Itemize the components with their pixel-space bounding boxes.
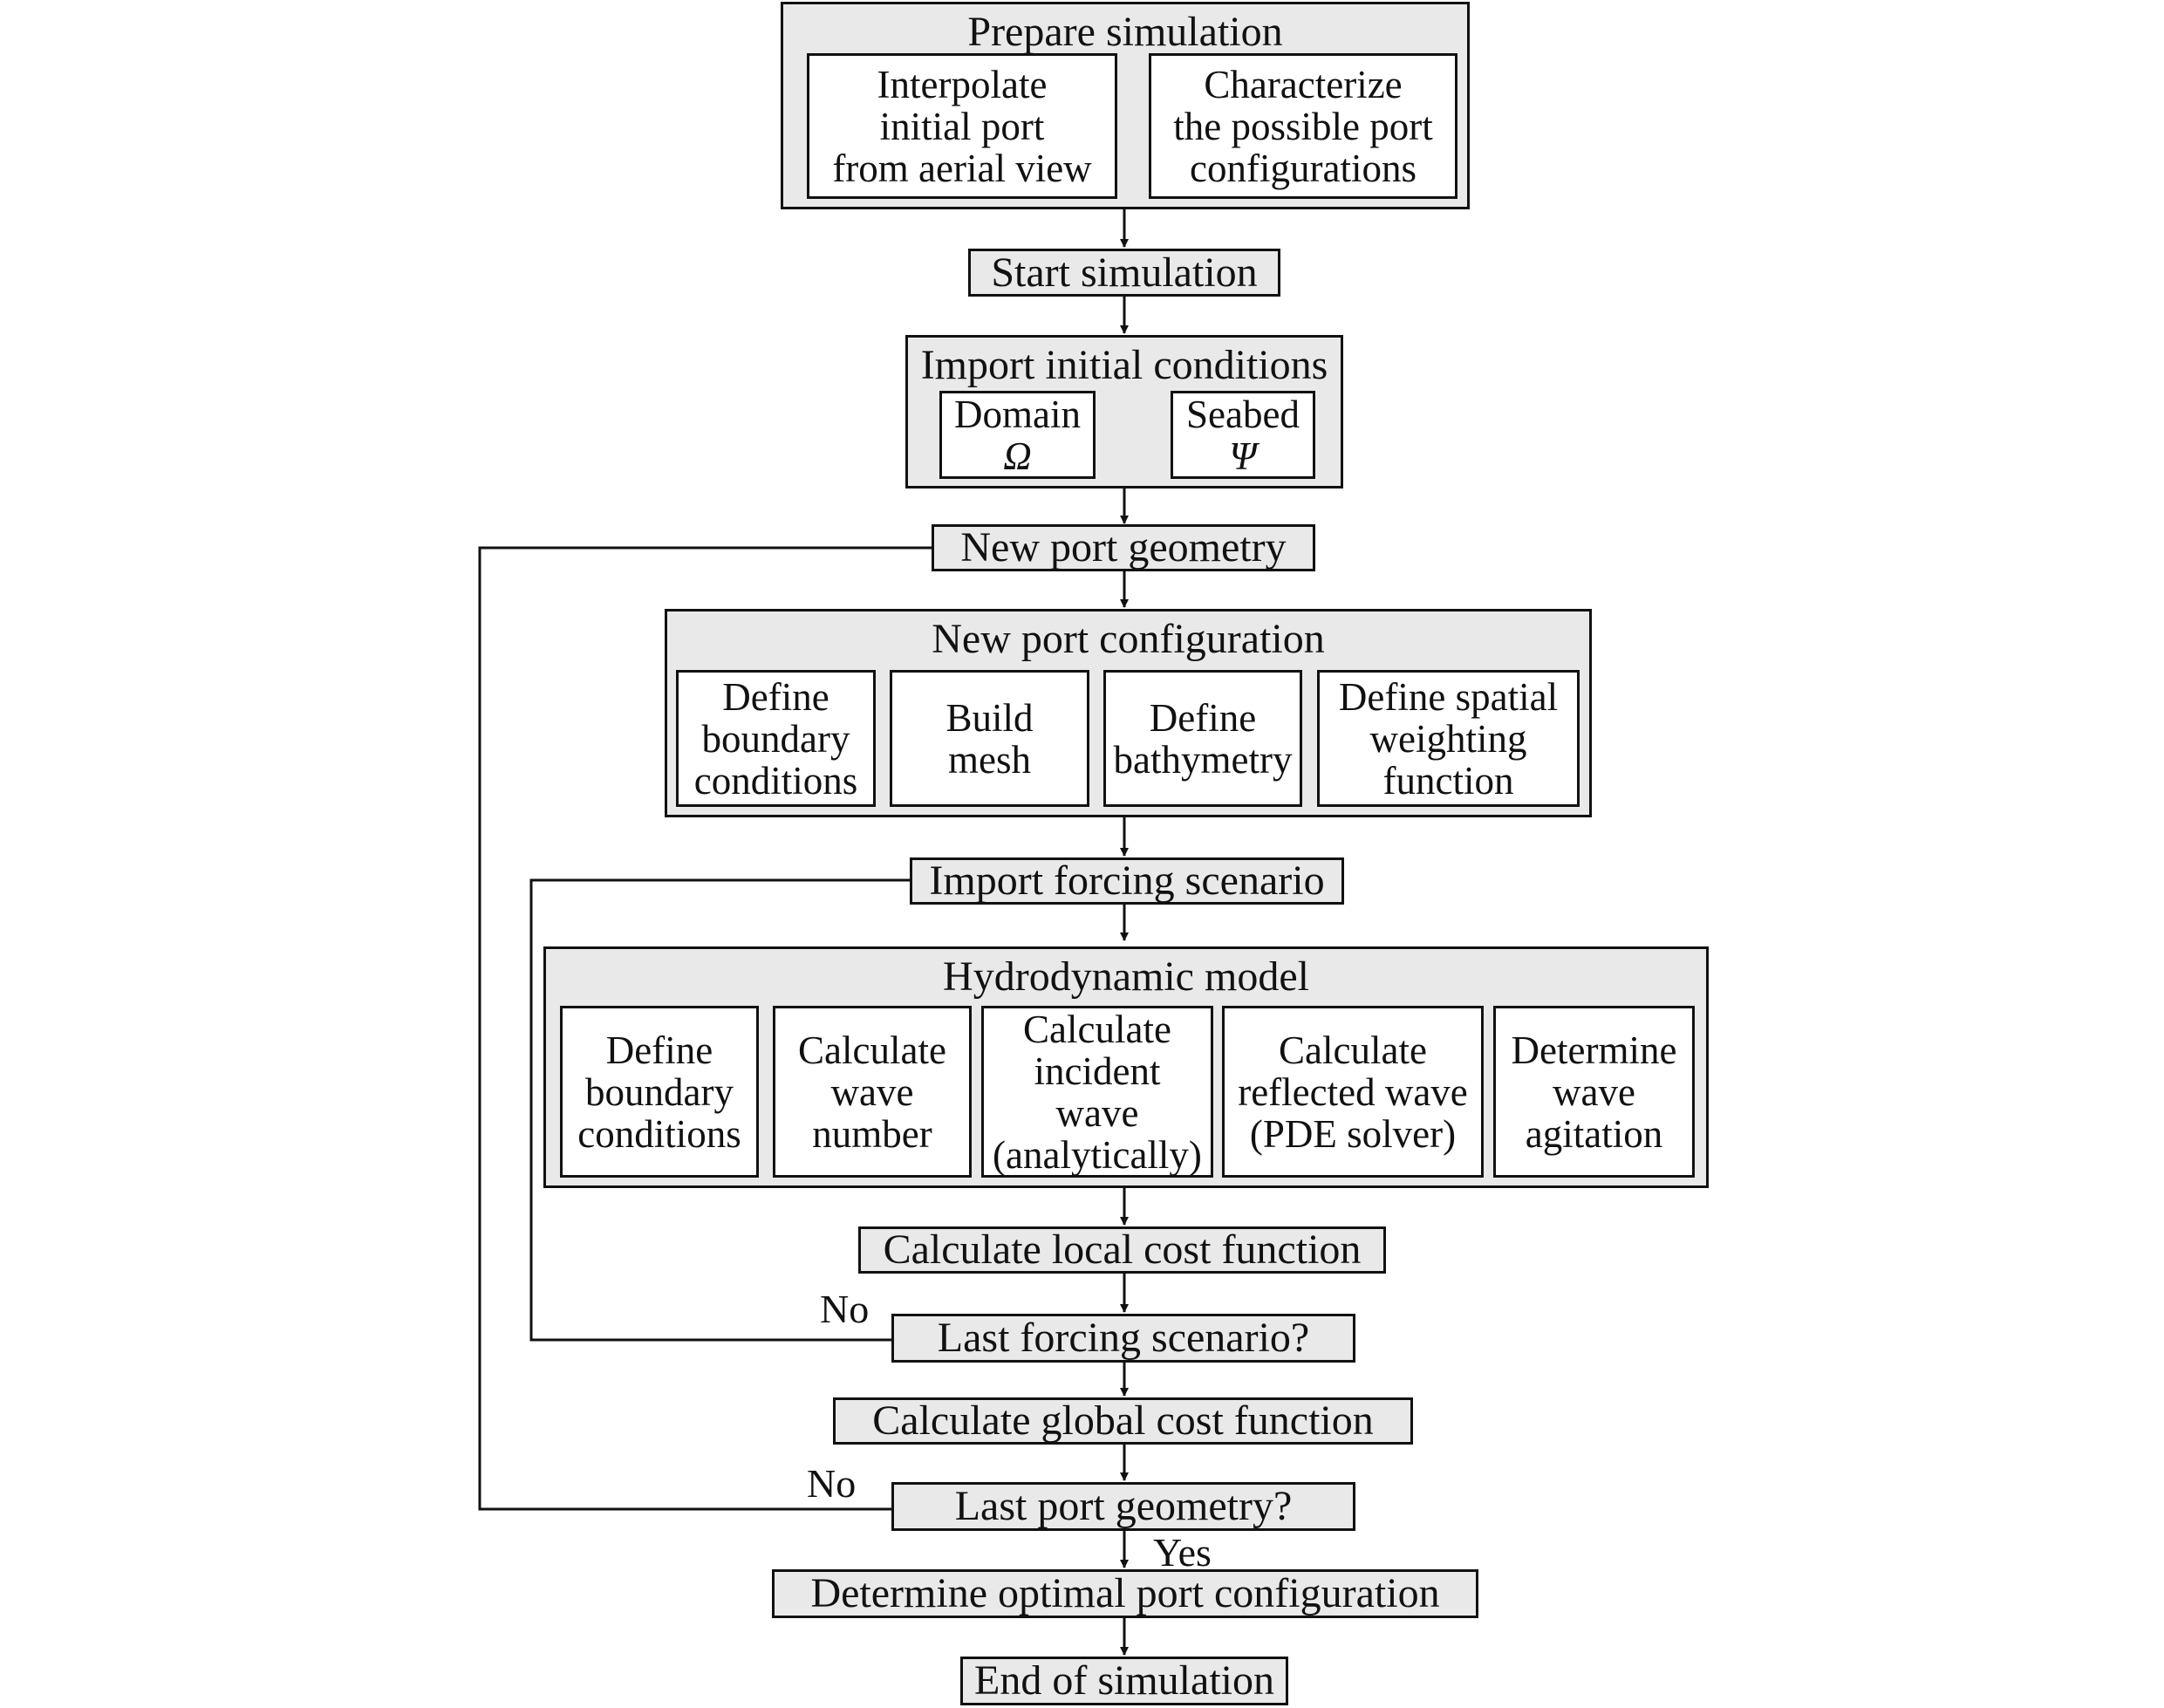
agitation-line-2: wave bbox=[1553, 1069, 1635, 1114]
yes-label: Yes bbox=[1153, 1530, 1212, 1575]
hydro-boundary-conditions-box: Define boundary conditions bbox=[560, 1006, 759, 1178]
reflected-line-2: reflected wave bbox=[1238, 1069, 1468, 1114]
incident-line-4: (analytically) bbox=[993, 1132, 1202, 1177]
global-cost-function-box: Calculate global cost function bbox=[833, 1397, 1413, 1445]
define-bathymetry-box: Define bathymetry bbox=[1103, 670, 1302, 807]
incident-line-2: incident bbox=[1034, 1049, 1161, 1093]
interpolate-line-1: Interpolate bbox=[877, 62, 1048, 106]
config-boundary-line-3: conditions bbox=[693, 758, 858, 803]
weighting-line-3: function bbox=[1382, 758, 1514, 803]
hydro-boundary-line-1: Define bbox=[605, 1028, 713, 1072]
no-label-forcing: No bbox=[820, 1287, 870, 1331]
domain-label: Domain bbox=[954, 392, 1081, 436]
no-label-geometry: No bbox=[807, 1461, 857, 1506]
incident-wave-box: Calculate incident wave (analytically) bbox=[981, 1006, 1213, 1178]
config-boundary-line-1: Define bbox=[722, 674, 829, 719]
incident-line-3: wave bbox=[1055, 1090, 1139, 1135]
wave-number-line-3: number bbox=[812, 1111, 932, 1156]
loop-forcing-line bbox=[529, 878, 911, 1342]
wave-number-line-2: wave bbox=[830, 1069, 914, 1114]
wave-number-box: Calculate wave number bbox=[773, 1006, 972, 1178]
hydrodynamic-model-title: Hydrodynamic model bbox=[943, 953, 1309, 1000]
config-boundary-conditions-box: Define boundary conditions bbox=[676, 670, 876, 807]
seabed-label: Seabed bbox=[1186, 392, 1300, 436]
wave-number-line-1: Calculate bbox=[798, 1028, 946, 1072]
last-forcing-scenario-box: Last forcing scenario? bbox=[891, 1314, 1355, 1363]
prepare-simulation-title: Prepare simulation bbox=[967, 9, 1283, 55]
last-port-geometry-box: Last port geometry? bbox=[891, 1482, 1355, 1531]
build-mesh-line-1: Build bbox=[945, 695, 1034, 740]
bathymetry-line-1: Define bbox=[1149, 695, 1257, 740]
characterize-line-1: Characterize bbox=[1204, 62, 1403, 106]
end-of-simulation-box: End of simulation bbox=[960, 1657, 1288, 1705]
interpolate-line-2: initial port bbox=[879, 104, 1045, 148]
bathymetry-line-2: bathymetry bbox=[1113, 737, 1293, 782]
build-mesh-line-2: mesh bbox=[948, 737, 1031, 782]
new-port-configuration-title: New port configuration bbox=[932, 616, 1325, 662]
build-mesh-box: Build mesh bbox=[890, 670, 1089, 807]
characterize-configurations-box: Characterize the possible port configura… bbox=[1149, 53, 1457, 199]
start-simulation-box: Start simulation bbox=[968, 249, 1280, 297]
spatial-weighting-box: Define spatial weighting function bbox=[1317, 670, 1580, 807]
reflected-wave-box: Calculate reflected wave (PDE solver) bbox=[1222, 1006, 1484, 1178]
interpolate-line-3: from aerial view bbox=[832, 146, 1092, 190]
import-initial-conditions-title: Import initial conditions bbox=[920, 342, 1328, 388]
wave-agitation-box: Determine wave agitation bbox=[1493, 1006, 1695, 1178]
import-forcing-scenario-box: Import forcing scenario bbox=[910, 857, 1344, 905]
hydro-boundary-line-2: boundary bbox=[585, 1069, 734, 1114]
agitation-line-1: Determine bbox=[1511, 1028, 1677, 1072]
hydro-boundary-line-3: conditions bbox=[577, 1111, 741, 1156]
loop-geometry-line bbox=[478, 546, 938, 1511]
seabed-symbol: Ψ bbox=[1229, 434, 1257, 478]
reflected-line-1: Calculate bbox=[1279, 1028, 1427, 1072]
reflected-line-3: (PDE solver) bbox=[1249, 1111, 1457, 1156]
domain-symbol: Ω bbox=[1003, 434, 1032, 478]
seabed-box: Seabed Ψ bbox=[1171, 391, 1315, 479]
characterize-line-2: the possible port bbox=[1173, 104, 1433, 148]
domain-box: Domain Ω bbox=[939, 391, 1096, 479]
weighting-line-2: weighting bbox=[1369, 716, 1527, 761]
interpolate-port-box: Interpolate initial port from aerial vie… bbox=[807, 53, 1117, 199]
config-boundary-line-2: boundary bbox=[701, 716, 850, 761]
agitation-line-3: agitation bbox=[1525, 1111, 1663, 1156]
incident-line-1: Calculate bbox=[1023, 1007, 1171, 1051]
optimal-configuration-box: Determine optimal port configuration bbox=[772, 1569, 1478, 1618]
local-cost-function-box: Calculate local cost function bbox=[858, 1226, 1386, 1274]
new-port-geometry-box: New port geometry bbox=[932, 524, 1315, 571]
characterize-line-3: configurations bbox=[1190, 146, 1416, 190]
weighting-line-1: Define spatial bbox=[1338, 674, 1559, 719]
